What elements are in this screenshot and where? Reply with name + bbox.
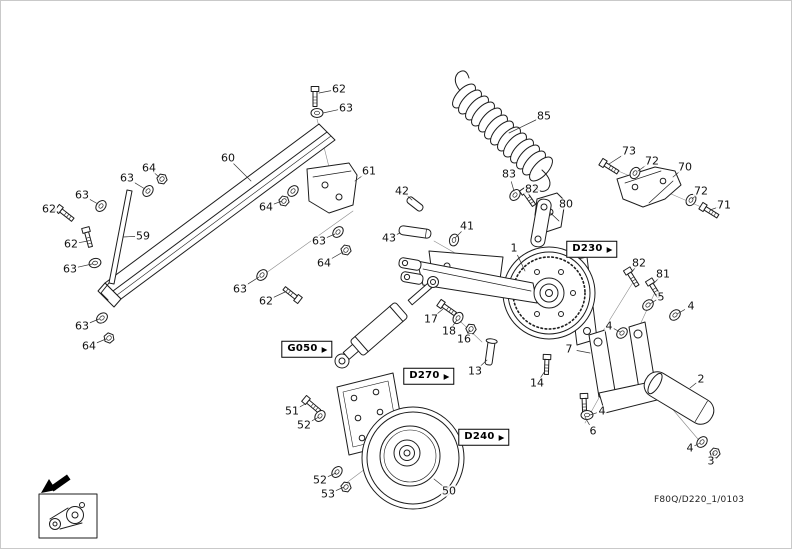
leader-line	[480, 359, 488, 367]
leader-line	[298, 402, 308, 408]
part-spring-85	[452, 70, 553, 192]
leader-line	[122, 236, 136, 238]
leader-line	[689, 382, 697, 389]
leader-line	[608, 155, 623, 165]
leader-line	[709, 206, 719, 211]
legend-box	[38, 493, 98, 539]
leader-line	[576, 350, 591, 354]
ref-box-label: D230	[572, 242, 603, 254]
leader-line	[272, 291, 286, 298]
triangle-right-icon: ▶	[498, 432, 505, 442]
leader-line	[233, 163, 252, 182]
leader-line	[676, 309, 686, 315]
ref-box-d270[interactable]: D270▶	[403, 367, 455, 385]
leader-line	[330, 251, 344, 260]
leader-line	[77, 263, 93, 268]
part-bracket-61	[306, 162, 358, 214]
leader-line	[510, 181, 515, 192]
leader-line	[334, 486, 345, 492]
leader-line	[613, 328, 621, 333]
leader-line	[589, 412, 597, 416]
leader-line	[393, 232, 401, 237]
leader-line	[325, 233, 336, 239]
triangle-right-icon: ▶	[321, 344, 328, 354]
direction-arrow-icon	[41, 474, 71, 493]
part-bracket-70	[616, 166, 682, 208]
leader-line	[88, 198, 99, 205]
ref-box-g050[interactable]: G050▶	[281, 340, 333, 358]
leader-line	[133, 181, 146, 190]
ref-box-label: D240	[464, 430, 495, 442]
part-rod-59	[100, 189, 133, 301]
leader-line	[310, 416, 320, 422]
ref-box-label: G050	[287, 342, 318, 354]
part-link-plate	[530, 198, 552, 248]
leader-line	[584, 416, 590, 426]
leader-line	[78, 240, 89, 244]
part-support-rail-60	[97, 123, 336, 308]
leader-line	[649, 299, 657, 305]
part-pin-13	[484, 338, 498, 366]
leader-line	[326, 472, 337, 478]
leader-line	[89, 318, 100, 324]
leader-line	[517, 254, 526, 272]
ref-box-d230[interactable]: D230▶	[566, 240, 618, 258]
triangle-right-icon: ▶	[443, 371, 450, 381]
drawing-reference: F80Q/D220_1/0103	[654, 495, 745, 505]
leader-line	[433, 478, 444, 487]
part-roller-2	[643, 371, 715, 425]
part-pin-43	[398, 225, 432, 239]
part-tension-arm	[398, 257, 565, 309]
leader-line	[272, 200, 283, 205]
leader-line	[540, 370, 546, 378]
leader-line	[322, 109, 339, 114]
leader-line	[454, 231, 462, 239]
leader-line	[318, 90, 332, 94]
part-tensioner-g050	[334, 276, 439, 369]
leader-line	[436, 308, 444, 315]
leader-line	[452, 319, 458, 327]
leader-line	[153, 171, 160, 178]
triangle-right-icon: ▶	[606, 244, 613, 254]
leader-line	[246, 276, 260, 286]
leader-line	[508, 119, 538, 134]
leader-line	[694, 442, 701, 447]
ref-box-label: D270	[409, 369, 440, 381]
ref-box-d240[interactable]: D240▶	[458, 428, 510, 446]
leader-line	[96, 338, 107, 344]
part-pin-42	[406, 196, 424, 212]
part-pulley-50	[361, 406, 465, 510]
